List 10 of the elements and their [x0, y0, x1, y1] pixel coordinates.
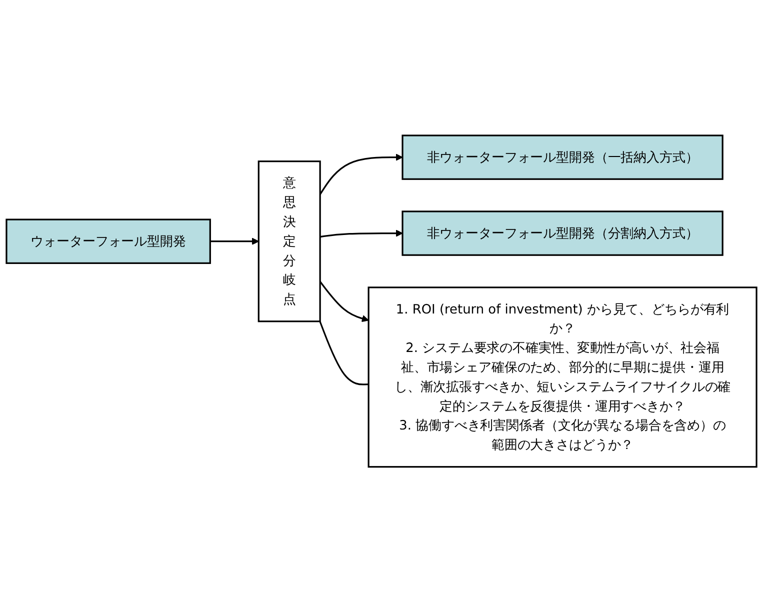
node-box: 1. ROI (return of investment) から見て、どちらが有利か？ 2. システム要求の不確実性、変動性が高いが、社会福祉、市場シェア確保のため、部分的に早期に提供・運用し、漸次拡張すべきか、短いシステムライフサイクルの確定的システムを反復提供・運用すべきか？ 3. 協働すべき利害関係者（文化が異なる場合を含め）の範囲の大きさはどうか？ [368, 286, 758, 468]
arrow [319, 154, 403, 196]
arrow [320, 230, 403, 238]
node-box: ウォーターフォール型開発 [6, 219, 211, 264]
node-box: 意思決定分岐点 [258, 160, 321, 323]
node-box: 非ウォーターフォール型開発（一括納入方式） [402, 135, 724, 180]
connector [319, 321, 369, 386]
arrow [210, 238, 259, 246]
node-box: 非ウォーターフォール型開発（分割納入方式） [402, 210, 724, 256]
arrow [319, 281, 369, 322]
